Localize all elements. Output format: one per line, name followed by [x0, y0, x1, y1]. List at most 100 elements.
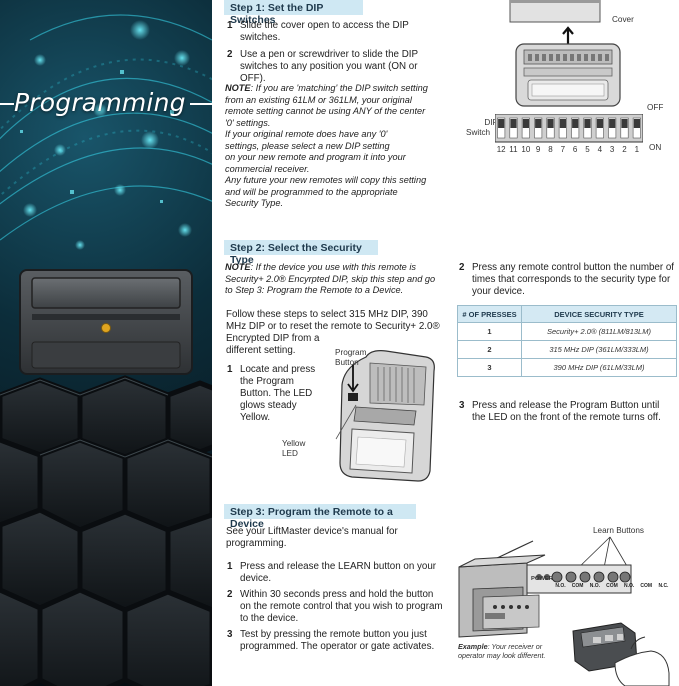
step1-item-1-number: 1	[227, 20, 233, 31]
table-cell-security-type: 390 MHz DIP (61LM/33LM)	[521, 358, 677, 377]
security-type-table: # OF PRESSES DEVICE SECURITY TYPE 1 Secu…	[457, 305, 677, 377]
table-header-security-type: DEVICE SECURITY TYPE	[521, 305, 677, 323]
step1-note-line-6: on your new remote and program it into y…	[225, 152, 406, 162]
step2-item-3-text: Press and release the Program Button unt…	[472, 400, 661, 423]
program-button-label-line-2: Button	[335, 357, 359, 367]
terminal-label: COM	[640, 583, 653, 589]
table-header-presses: # OF PRESSES	[457, 305, 522, 323]
circuit-background-graphic	[0, 14, 212, 686]
dip-switch-toggle	[621, 119, 628, 128]
dip-switch-number: 8	[548, 145, 553, 154]
step2-intro-line-2: Encrypted DIP from a	[226, 333, 320, 344]
step2-item-1: 1 Locate and press the Program Button. T…	[227, 364, 323, 424]
dip-switch-toggle	[609, 119, 616, 128]
step2-item-1-line-2: Button. The LED	[240, 388, 313, 399]
step3-item-3-text: Test by pressing the remote button you j…	[240, 629, 435, 652]
step2-note-label: NOTE	[225, 262, 251, 272]
step3-item-2-text: Within 30 seconds press and hold the but…	[240, 589, 443, 624]
dip-switch-number: 1	[634, 145, 640, 154]
table-cell-security-type: Security+ 2.0® (811LM/813LM)	[521, 322, 677, 341]
step1-header: Step 1: Set the DIP Switches	[224, 0, 363, 26]
learn-buttons-label: Learn Buttons	[593, 526, 644, 535]
step3-header: Step 3: Program the Remote to a Device	[224, 504, 416, 530]
dip-switch-number: 7	[560, 145, 566, 154]
dip-switch-number: 3	[609, 145, 615, 154]
step2-intro: Follow these steps to select 315 MHz DIP…	[226, 309, 456, 357]
step1-note-line-2: remote setting cannot be using ANY of th…	[225, 106, 426, 116]
dip-label-line-1: DIP	[484, 118, 498, 127]
dip-switch-toggle	[522, 119, 529, 128]
step1-item-2-number: 2	[227, 49, 233, 60]
table-cell-presses: 1	[457, 322, 522, 341]
step2-item-3: 3 Press and release the Program Button u…	[459, 400, 675, 424]
step1-note-line-10: Security Type.	[225, 198, 284, 208]
dip-switch-number: 4	[597, 145, 603, 154]
step1-note-line-9: and will be programmed to the appropriat…	[225, 186, 398, 197]
example-caption-text: : Your receiver or operator may look dif…	[458, 642, 546, 660]
dip-switch-toggle	[572, 119, 579, 128]
step1-item-2: 2 Use a pen or screwdriver to slide the …	[227, 49, 445, 85]
step3-item-3-number: 3	[227, 629, 233, 640]
dip-switch-number: 9	[535, 145, 541, 154]
step1-note-line-1: from an existing 61LM or 361LM, your ori…	[225, 94, 412, 105]
step2-item-1-line-0: Locate and press	[240, 364, 316, 375]
step1-note-line-5: settings, please select a new DIP settin…	[225, 140, 390, 151]
terminal-label: N.O.	[589, 583, 600, 589]
dip-switch-number: 12	[496, 145, 506, 154]
table-cell-presses: 2	[457, 340, 522, 359]
left-banner: Programming	[0, 0, 212, 686]
table-cell-presses: 3	[457, 358, 522, 377]
yellow-led-label: Yellow LED	[282, 439, 322, 458]
step1-note-line-3: '0' settings.	[225, 117, 271, 128]
dip-switch-toggle	[535, 119, 542, 128]
step2-header: Step 2: Select the Security Type	[224, 240, 378, 266]
step3-item-2-number: 2	[227, 589, 233, 600]
dip-switch-bank	[495, 114, 643, 143]
program-button-label-line-1: Program	[335, 348, 367, 357]
step2-item-3-number: 3	[459, 400, 465, 411]
remote-device-photo	[19, 269, 193, 375]
dip-switch-toggle	[559, 119, 566, 128]
dip-switch-toggle	[510, 119, 517, 128]
step2-item-1-number: 1	[227, 364, 233, 375]
step2-item-2-number: 2	[459, 262, 465, 273]
step3-item-3: 3 Test by pressing the remote button you…	[227, 629, 445, 653]
step1-note-line-7: commercial receiver.	[225, 163, 310, 174]
example-caption: Example: Your receiver or operator may l…	[458, 642, 564, 660]
banner-title: Programming	[14, 88, 186, 117]
dip-label-line-2: Switch	[466, 128, 491, 137]
terminal-label: COM	[571, 583, 584, 589]
step3-item-1-number: 1	[227, 561, 233, 572]
step1-note-line-0: : If you are 'matching' the DIP switch s…	[250, 83, 428, 93]
step1-item-2-text: Use a pen or screwdriver to slide the DI…	[240, 49, 418, 84]
step2-item-1-line-4: Yellow.	[240, 412, 271, 423]
terminal-label: COM	[606, 583, 618, 589]
remote-cover-diagram	[509, 0, 621, 107]
table-row: 2 315 MHz DIP (361LM/333LM)	[457, 340, 677, 359]
step3-item-1: 1 Press and release the LEARN button on …	[227, 561, 445, 585]
step1-note: NOTE: If you are 'matching' the DIP swit…	[225, 83, 450, 210]
cover-label: Cover	[612, 15, 634, 24]
program-button-label: Program Button	[335, 348, 375, 367]
step1-note-line-8: Any future your new remotes will copy th…	[225, 175, 427, 185]
dip-switch-toggle	[498, 119, 505, 128]
dip-switch-toggle	[584, 119, 591, 128]
program-button-diagram	[335, 350, 435, 482]
power-label: POWER	[531, 576, 553, 582]
step3-intro: See your LiftMaster device's manual for …	[226, 526, 398, 549]
step1-note-label: NOTE	[225, 83, 251, 93]
dip-on-label: ON	[649, 143, 662, 152]
step2-note-line-1: Security+ 2.0® Encyrpted DIP, skip this …	[225, 273, 436, 284]
terminal-label: N.O.	[555, 583, 566, 589]
step2-item-2-text: Press any remote control button the numb…	[472, 262, 675, 297]
table-header-row: # OF PRESSES DEVICE SECURITY TYPE	[457, 305, 677, 323]
yellow-led-label-line-2: LED	[282, 448, 298, 458]
title-rule-left	[0, 103, 14, 105]
step1-note-line-4: If your original remote does have any '0…	[225, 129, 388, 139]
step2-note: NOTE: If the device you use with this re…	[225, 262, 450, 297]
step2-item-1-line-1: the Program	[240, 376, 294, 387]
step2-note-line-0: : If the device you use with this remote…	[250, 262, 416, 272]
dip-switch-toggle	[633, 119, 640, 128]
